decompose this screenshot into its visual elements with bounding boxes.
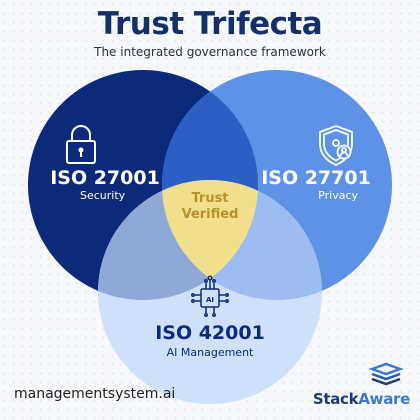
ai-management-code: ISO 42001: [155, 322, 265, 344]
ai-management-label: AI Management: [167, 346, 254, 359]
brand-logo: StackAware: [313, 390, 410, 408]
website-link[interactable]: managementsystem.ai: [14, 386, 176, 402]
page-title: Trust Trifecta: [97, 6, 323, 42]
brand-accent: Aware: [358, 390, 410, 408]
brand-primary: Stack: [312, 390, 359, 408]
padlock-icon: [66, 125, 96, 164]
security-label: Security: [80, 189, 126, 202]
page-subtitle: The integrated governance framework: [94, 45, 326, 59]
shield-user-icon: [319, 125, 353, 166]
ai-chip-icon: AI: [191, 275, 229, 317]
svg-text:AI: AI: [206, 296, 214, 304]
center-label-line1: Trust: [191, 191, 228, 206]
center-label-line2: Verified: [182, 207, 239, 222]
privacy-code: ISO 27701: [261, 167, 371, 189]
security-code: ISO 27001: [50, 167, 160, 189]
privacy-label: Privacy: [318, 189, 358, 202]
stacked-layers-icon: [368, 362, 404, 386]
